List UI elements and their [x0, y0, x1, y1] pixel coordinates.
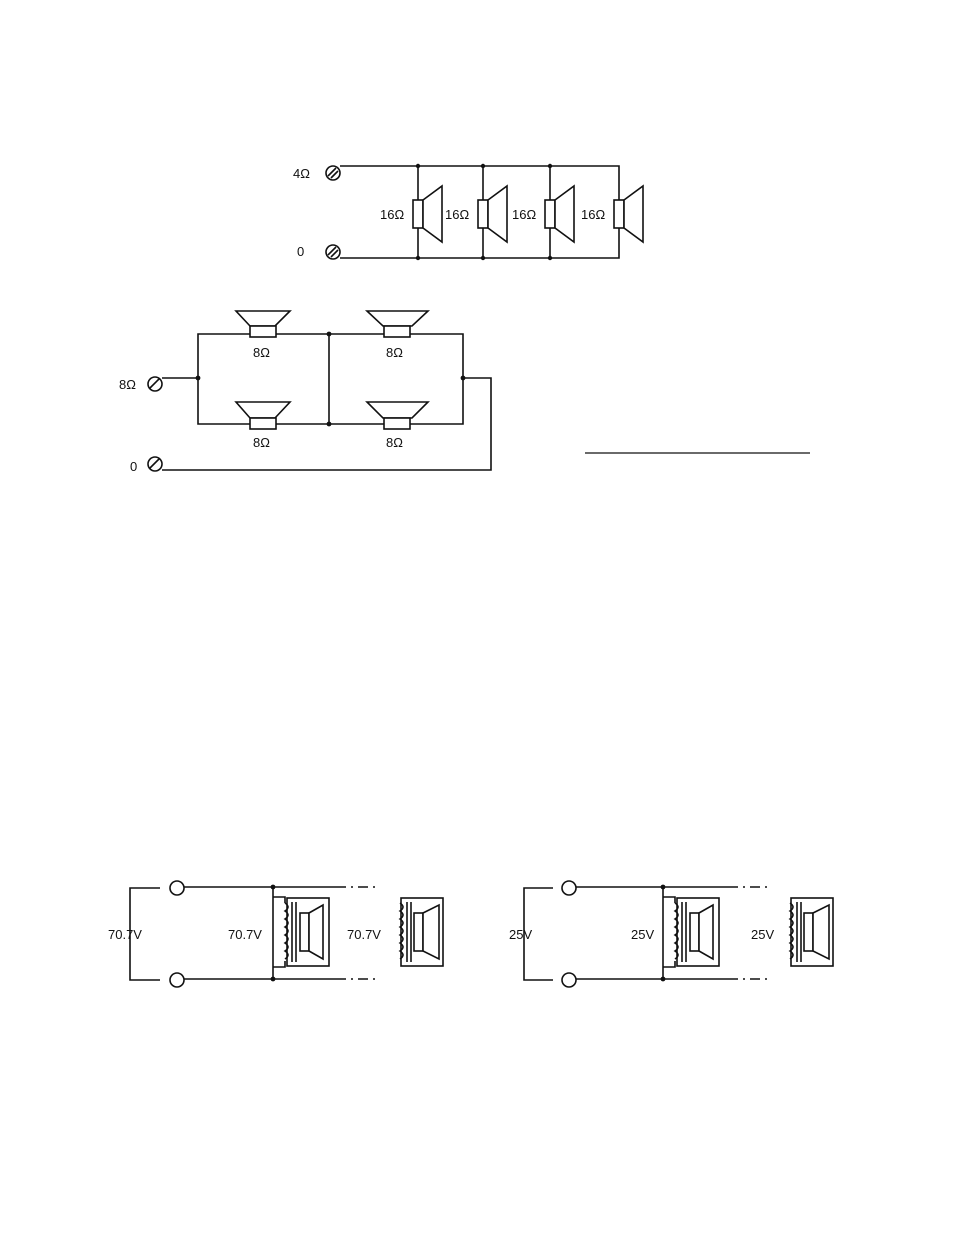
terminal-label-0-b: 0 — [130, 459, 137, 474]
screw-terminal-0 — [326, 245, 340, 259]
tap-label-c2: 70.7V — [347, 927, 381, 942]
network-loop — [198, 334, 463, 424]
speaker-3-label: 16Ω — [512, 207, 536, 222]
speaker-b4-label: 8Ω — [386, 435, 403, 450]
speaker-1-label: 16Ω — [380, 207, 404, 222]
diagram-series-parallel-8ohm: 8Ω 0 8Ω 8Ω 8Ω — [119, 311, 491, 474]
transformer-speaker-d2 — [790, 898, 833, 966]
speaker-4-label: 16Ω — [581, 207, 605, 222]
speaker-b3-label: 8Ω — [253, 435, 270, 450]
terminal-label-0: 0 — [297, 244, 304, 259]
transformer-speaker-d1 — [663, 897, 719, 967]
line-voltage-label: 70.7V — [108, 927, 142, 942]
diagram-parallel-16ohm: 4Ω 0 16Ω 16Ω — [293, 164, 643, 260]
top-bus-wire — [340, 166, 619, 200]
diagram-25v-line: 25V 25V 25V — [509, 881, 833, 987]
transformer-speaker-c1 — [273, 897, 329, 967]
line-terminal-top — [170, 881, 184, 895]
line-terminal-bottom-25v — [562, 973, 576, 987]
line-voltage-label-25v: 25V — [509, 927, 532, 942]
speaker-2 — [478, 164, 507, 260]
screw-terminal-4ohm — [326, 166, 340, 180]
line-terminal-bottom — [170, 973, 184, 987]
tap-label-d2: 25V — [751, 927, 774, 942]
terminal-label-4ohm: 4Ω — [293, 166, 310, 181]
speaker-b4 — [367, 402, 428, 429]
speaker-b2 — [367, 311, 428, 337]
diagram-70v-line: 70.7V 70.7V 70.7V — [108, 881, 443, 987]
speaker-b1 — [236, 311, 290, 337]
screw-terminal-0-b — [148, 457, 162, 471]
speaker-b2-label: 8Ω — [386, 345, 403, 360]
speaker-b3 — [236, 402, 290, 429]
transformer-speaker-c2 — [400, 898, 443, 966]
speaker-3 — [545, 164, 574, 260]
speaker-b1-label: 8Ω — [253, 345, 270, 360]
screw-terminal-8ohm — [148, 377, 162, 391]
tap-label-d1: 25V — [631, 927, 654, 942]
speaker-2-label: 16Ω — [445, 207, 469, 222]
bottom-bus-wire — [340, 228, 619, 258]
line-terminal-top-25v — [562, 881, 576, 895]
tap-label-c1: 70.7V — [228, 927, 262, 942]
speaker-1 — [413, 164, 442, 260]
terminal-label-8ohm: 8Ω — [119, 377, 136, 392]
